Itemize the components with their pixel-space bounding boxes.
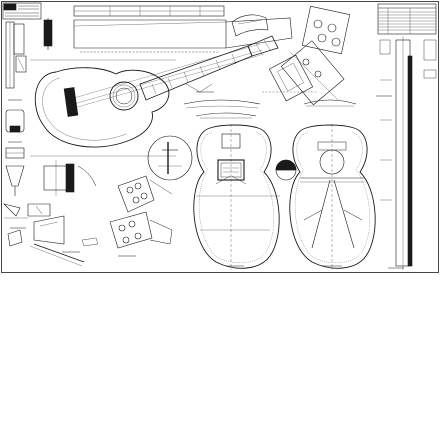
body-side-profile (43, 160, 97, 196)
rosette-detail (275, 159, 297, 181)
sheet-border (1, 1, 439, 273)
bottom-left-details (3, 203, 99, 267)
bridge-section-views (5, 109, 25, 196)
brace-profiles (183, 83, 357, 119)
detail-circle (147, 135, 193, 181)
bridge (63, 87, 79, 117)
neck-profile-column (5, 18, 53, 89)
guitar-body-outline (34, 67, 170, 148)
headstock-side-view (231, 14, 269, 37)
tuner-detail (280, 5, 351, 106)
soundhole (109, 81, 139, 111)
top-plate-outline (193, 124, 280, 269)
neck-profile-right (379, 36, 437, 270)
title-block (2, 2, 42, 20)
headstock-views (109, 175, 173, 249)
parts-list-table (377, 3, 437, 35)
fretboard-top-views (73, 5, 293, 53)
back-plate-view (289, 124, 376, 270)
caption-marks (8, 91, 404, 269)
guitar-headstock (247, 35, 279, 57)
guitar-main-view (30, 35, 279, 157)
top-plate-view (193, 124, 280, 270)
back-plate-outline (289, 124, 376, 269)
neck-block-detail (262, 54, 318, 102)
